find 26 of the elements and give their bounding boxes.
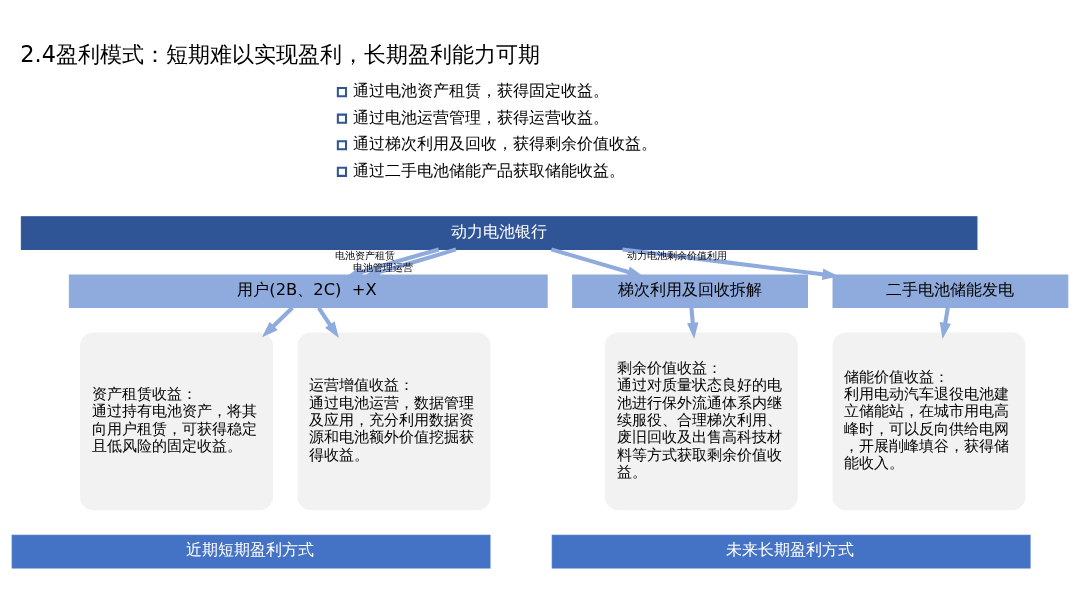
arrow xyxy=(363,247,457,278)
node-box: 储能价值收益： 利用电动汽车退役电池建立储能站，在城市用电高峰时，可以反向供给电网，开展削峰填谷，获得储能收入。 xyxy=(832,332,1026,511)
node-box: 未来长期盈利方式 xyxy=(551,534,1031,569)
arrow xyxy=(346,247,440,278)
node-box: 梯次利用及回收拆解 xyxy=(572,274,808,309)
edge-label: 电池管理运营 xyxy=(352,261,413,273)
edge-label: 电池资产租赁 xyxy=(335,249,396,261)
node-box: 用户(2B、2C) +X xyxy=(68,274,548,309)
node-box: 二手电池储能发电 xyxy=(832,274,1069,309)
node-box: 资产租赁收益： 通过持有电池资产，将其向用户租赁，可获得稳定且低风险的固定收益。 xyxy=(80,332,273,511)
diagram-title: 2.4盈利模式：短期难以实现盈利，长期盈利能力可期 xyxy=(20,41,541,68)
arrow xyxy=(687,307,699,340)
label: 通过二手电池储能产品获取储能收益。 xyxy=(353,160,626,180)
label: 通过电池资产租赁，获得固定收益。 xyxy=(353,81,610,101)
label: 通过梯次利用及回收，获得剩余价值收益。 xyxy=(353,134,658,154)
node-box: 剩余价值收益： 通过对质量状态良好的电池进行保外流通体系内继续服役、合理梯次利用、废旧回收及出售高科技材料等方式获取剩余价值收益。 xyxy=(604,332,798,511)
edge-label: 动力电池剩余价值利用 xyxy=(627,250,728,262)
arrow xyxy=(317,306,339,339)
arrow xyxy=(939,307,951,340)
label: 通过电池运营管理，获得运营收益。 xyxy=(353,107,610,127)
arrow xyxy=(262,306,294,338)
node-box: 动力电池银行 xyxy=(20,216,978,250)
arrow xyxy=(550,247,644,278)
arrow xyxy=(622,247,839,280)
node-box: 近期短期盈利方式 xyxy=(11,534,491,569)
node-box: 运营增值收益： 通过电池运营，数据管理及应用，充分利用数据资源和电池额外价值挖掘获得收益。 xyxy=(297,332,491,511)
